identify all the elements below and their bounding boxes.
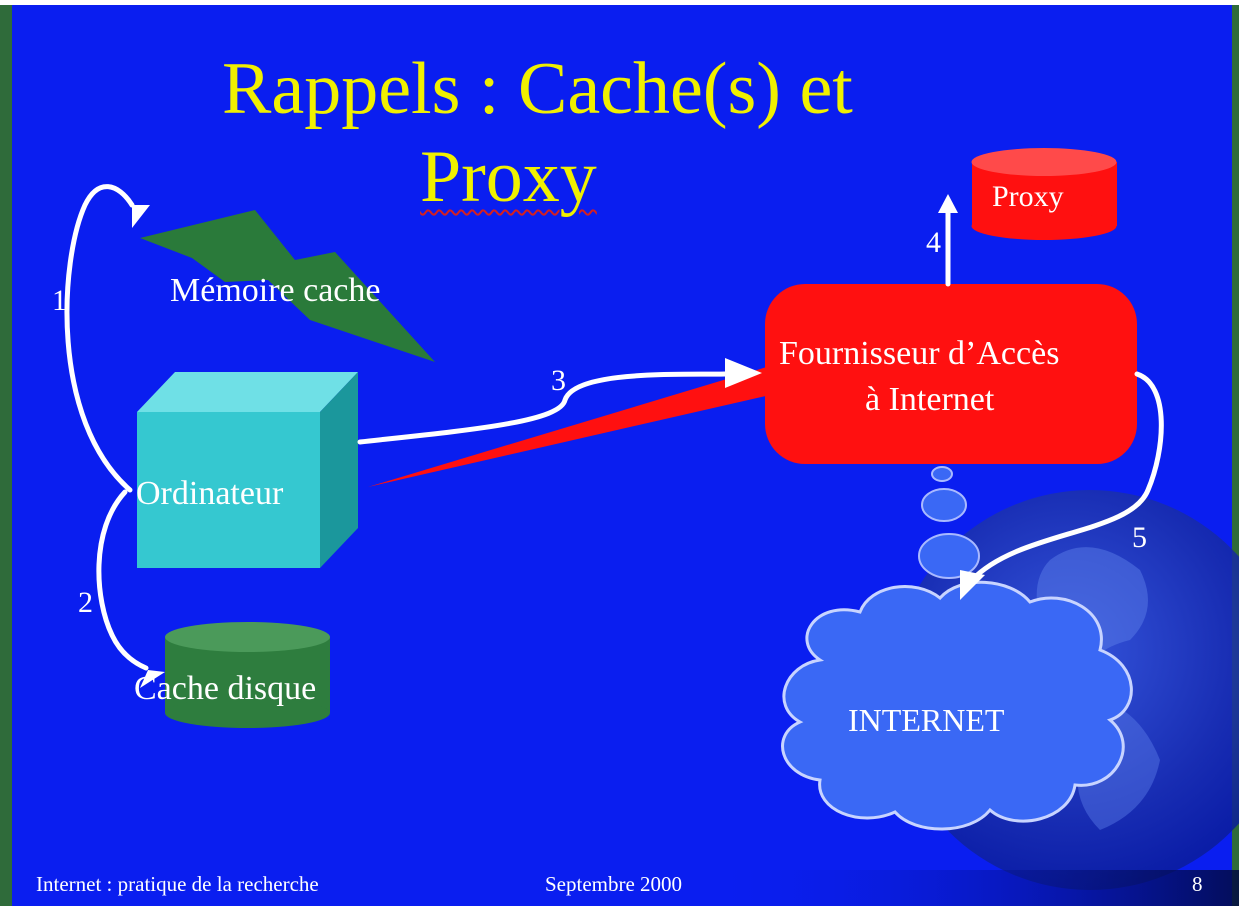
isp-block (765, 284, 1137, 464)
proxy-cylinder (971, 148, 1117, 240)
footer-page-number: 8 (1192, 872, 1203, 896)
step-4-label: 4 (926, 226, 941, 259)
step-3-label: 3 (551, 364, 566, 397)
step-5-label: 5 (1132, 521, 1147, 554)
connections (64, 184, 1164, 671)
internet-label: INTERNET (848, 702, 1005, 738)
disk-cache-label: Cache disque (134, 670, 317, 707)
computer-cube (137, 372, 358, 568)
arrowhead-1 (132, 205, 150, 228)
footer-left: Internet : pratique de la recherche (36, 872, 319, 896)
proxy-label: Proxy (992, 180, 1064, 213)
arrowheads (132, 194, 985, 688)
isp-label-line2: à Internet (865, 381, 995, 418)
step-2-label: 2 (78, 586, 93, 619)
arrow-2-path (96, 489, 149, 671)
isp-wedge (368, 366, 770, 487)
disk-cache-cylinder (165, 622, 330, 728)
cache-memory-bolt (140, 210, 435, 362)
isp-label-line1: Fournisseur d’Accès (779, 335, 1060, 372)
footer-fade (700, 870, 1239, 906)
computer-label: Ordinateur (136, 475, 284, 512)
footer-date: Septembre 2000 (545, 872, 683, 896)
arrow-5-path (969, 371, 1164, 583)
arrowhead-3 (725, 358, 762, 388)
arrowhead-2 (140, 670, 165, 688)
step-1-label: 1 (52, 284, 67, 317)
arrowhead-4 (938, 194, 958, 213)
internet-cloud (781, 580, 1133, 831)
thought-bubbles (918, 466, 980, 579)
slide-title-line1: Rappels : Cache(s) et (222, 48, 853, 130)
arrowhead-5 (960, 570, 985, 600)
slide-title-line2: Proxy (420, 136, 597, 218)
arrow-1-path (64, 184, 135, 493)
arrow-3-path (357, 371, 728, 445)
cache-memory-label: Mémoire cache (170, 272, 381, 309)
